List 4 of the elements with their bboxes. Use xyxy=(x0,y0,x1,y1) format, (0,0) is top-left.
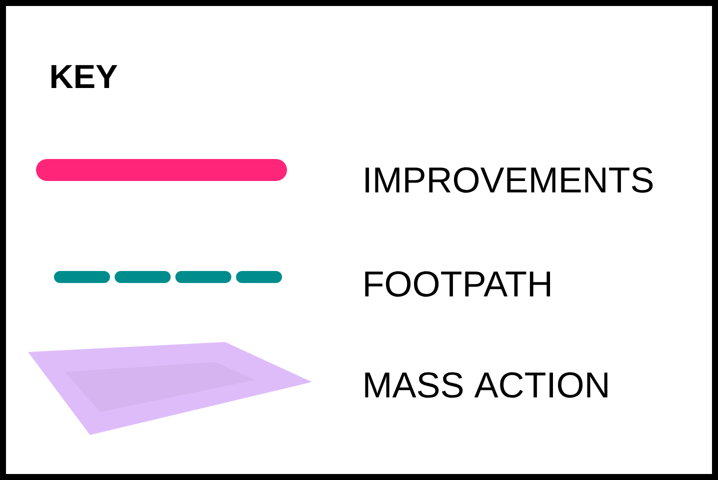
key-heading: KEY xyxy=(52,65,118,88)
legend-label: FOOTPATH xyxy=(365,271,550,297)
legend-label: IMPROVEMENTS xyxy=(366,167,653,193)
legend-label: MASS ACTION xyxy=(365,372,608,398)
